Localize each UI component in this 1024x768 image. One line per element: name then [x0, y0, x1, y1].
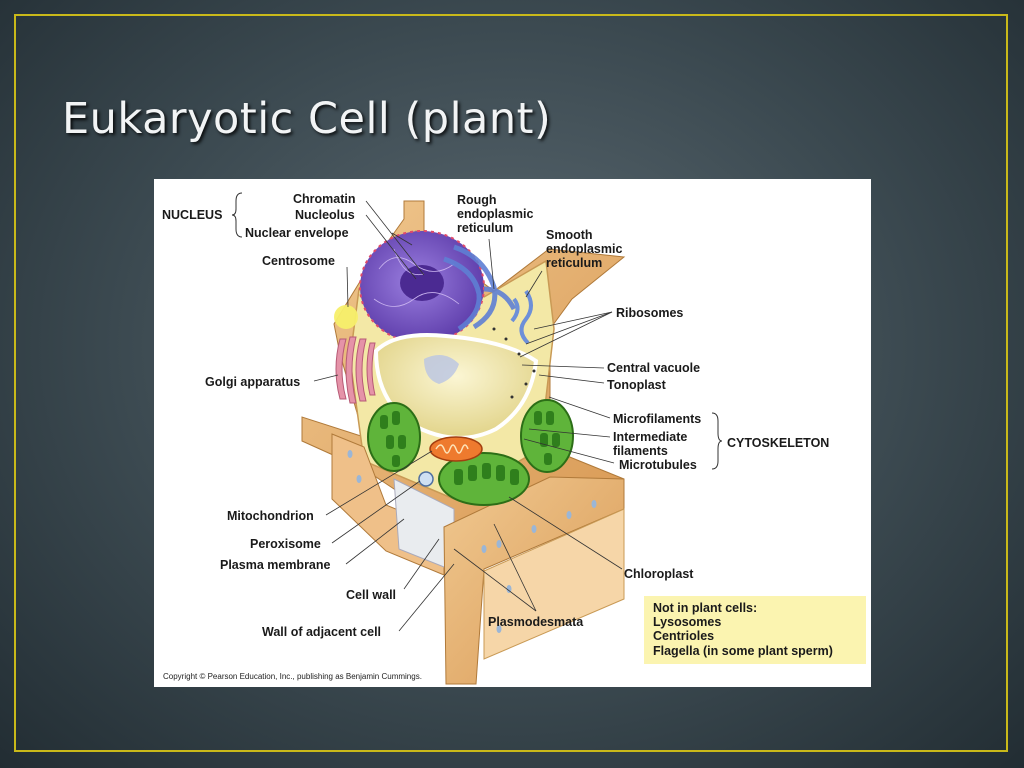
slide-frame: [14, 14, 1008, 752]
label-ribosomes: Ribosomes: [616, 306, 683, 320]
label-wall-adjacent-cell: Wall of adjacent cell: [262, 625, 381, 639]
label-chromatin: Chromatin: [293, 192, 356, 206]
front-wall-panel: [483, 508, 625, 660]
cell-diagram: NUCLEUS Chromatin Nucleolus Nuclear enve…: [154, 179, 871, 687]
label-rough-er-3: reticulum: [457, 221, 513, 235]
label-nucleolus: Nucleolus: [295, 208, 355, 222]
label-intermediate-1: Intermediate: [613, 430, 687, 444]
labels: NUCLEUS Chromatin Nucleolus Nuclear enve…: [162, 192, 829, 639]
note-item: Centrioles: [653, 629, 714, 643]
label-nuclear-envelope: Nuclear envelope: [245, 226, 349, 240]
mitochondrion: [429, 436, 483, 462]
label-smooth-er-2: endoplasmic: [546, 242, 622, 256]
copyright-notice: Copyright © Pearson Education, Inc., pub…: [163, 672, 422, 681]
vacuole-inclusion: [424, 355, 459, 384]
label-tonoplast: Tonoplast: [607, 378, 667, 392]
label-cell-wall: Cell wall: [346, 588, 396, 602]
chloroplast-right: [520, 399, 574, 473]
nucleus-bracket: [231, 192, 243, 238]
slide-title: Eukaryotic Cell (plant): [62, 94, 552, 144]
label-plasma-membrane: Plasma membrane: [220, 558, 331, 572]
label-golgi: Golgi apparatus: [205, 375, 300, 389]
label-central-vacuole: Central vacuole: [607, 361, 700, 375]
note-item: Lysosomes: [653, 615, 721, 629]
label-microfilaments: Microfilaments: [613, 412, 701, 426]
label-mitochondrion: Mitochondrion: [227, 509, 314, 523]
cytoskeleton-bracket: [711, 412, 723, 470]
plasmodesmata-pores: [347, 450, 597, 633]
smooth-er: [510, 289, 533, 345]
label-smooth-er-3: reticulum: [546, 256, 602, 270]
peroxisome: [418, 471, 434, 487]
chloroplast-left: [367, 402, 421, 472]
chloroplast-bottom: [438, 452, 530, 506]
label-microtubules: Microtubules: [619, 458, 697, 472]
label-centrosome: Centrosome: [262, 254, 335, 268]
label-chloroplast: Chloroplast: [624, 567, 694, 581]
label-cytoskeleton: CYTOSKELETON: [727, 436, 829, 450]
ribosomes: [492, 327, 536, 399]
label-nucleus: NUCLEUS: [162, 208, 222, 222]
centrosome: [334, 305, 358, 329]
label-smooth-er-1: Smooth: [546, 228, 593, 242]
note-heading: Not in plant cells:: [653, 601, 757, 615]
golgi-apparatus: [335, 336, 376, 404]
label-peroxisome: Peroxisome: [250, 537, 321, 551]
note-item: Flagella (in some plant sperm): [653, 644, 833, 658]
adjacent-cell-wall: [443, 476, 625, 685]
nucleolus: [400, 265, 444, 301]
leader-lines: [313, 200, 623, 632]
label-rough-er-1: Rough: [457, 193, 497, 207]
label-rough-er-2: endoplasmic: [457, 207, 533, 221]
cell-illustration: [301, 200, 626, 685]
label-plasmodesmata: Plasmodesmata: [488, 615, 584, 629]
not-in-plant-cells-box: Not in plant cells: Lysosomes Centrioles…: [644, 596, 866, 664]
label-intermediate-2: filaments: [613, 444, 668, 458]
